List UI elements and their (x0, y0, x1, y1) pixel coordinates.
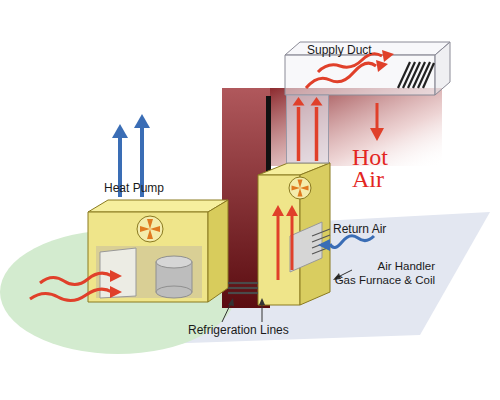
connector (287, 95, 329, 163)
indoor-coil (290, 222, 322, 272)
heated-air-arrows (291, 214, 294, 270)
blower-fan (289, 177, 311, 199)
supply-duct: Supply Duct (285, 42, 450, 95)
unit-label: Air Handler (330, 260, 435, 272)
outdoor-air-arrows (110, 286, 122, 298)
heated-air-arrows (272, 205, 298, 280)
hot-air-arrow (376, 103, 379, 130)
vent-grille (398, 62, 434, 88)
airflow-arrow (297, 107, 301, 161)
vent-grille (423, 63, 434, 88)
warm-airflow (382, 50, 394, 62)
blower-fan (289, 177, 311, 199)
fan-symbol (147, 219, 153, 229)
heat-pump-drawing (208, 200, 228, 302)
unit-label: Heat Pump (104, 181, 214, 195)
compressor (156, 256, 192, 268)
fan-symbol (137, 216, 163, 242)
airflow-label: Hot Air (352, 146, 404, 190)
leader-lines (222, 303, 231, 322)
fan-symbol (137, 216, 163, 242)
fan-symbol (147, 229, 153, 239)
heat-pump-drawing (88, 200, 228, 302)
refrigerant-pipe (228, 287, 258, 289)
heated-air-arrows (286, 205, 298, 216)
warm-airflow (376, 60, 388, 72)
refrigerant-pipe (228, 282, 258, 284)
duct-label: Supply Duct (307, 43, 427, 57)
fan-symbol (140, 226, 150, 232)
hot-air-arrow (370, 128, 384, 141)
airflow-label: Return Air (333, 222, 413, 236)
unit-sublabel: Gas Furnace & Coil (330, 274, 435, 286)
outdoor-air-arrows (30, 289, 112, 300)
unit-interior (96, 246, 202, 298)
connector (228, 283, 258, 293)
refrigerant-pipe (228, 292, 258, 294)
leader-lines (259, 298, 265, 305)
return-grille (312, 229, 330, 254)
exhaust-arrows (112, 124, 128, 138)
supply-duct-drawing (285, 42, 450, 95)
blower-fan (298, 188, 303, 197)
compressor (156, 286, 192, 298)
outdoor-air-arrows (40, 273, 112, 284)
part-label: Refrigeration Lines (188, 323, 318, 337)
leader-lines (228, 298, 234, 306)
fan-symbol (150, 226, 160, 232)
heated-air-arrows (277, 214, 280, 280)
arrow-head (311, 97, 323, 105)
compressor (156, 256, 192, 298)
leader-lines (222, 270, 352, 322)
blower-fan (300, 186, 309, 191)
hot-air-arrow (370, 103, 384, 141)
outdoor-air-arrows (30, 270, 122, 301)
airflow-arrow (315, 107, 319, 161)
supply-duct-drawing (435, 42, 450, 95)
air-handler: Air HandlerGas Furnace & Coil (258, 163, 330, 305)
leader-lines (262, 304, 263, 322)
return-air-arrow (330, 236, 374, 248)
outdoor-air-arrows (110, 270, 122, 282)
return-grille (312, 229, 330, 236)
blower-fan (292, 186, 301, 191)
heat-pump-drawing (88, 200, 228, 212)
duct-riser (287, 95, 329, 163)
exhaust-arrows (134, 114, 150, 128)
blower-fan (298, 180, 303, 189)
heat-pump-unit: Heat Pump (88, 200, 228, 302)
return-air-arrow (318, 236, 374, 251)
arrow-head (293, 97, 305, 105)
return-air-arrow (318, 239, 330, 251)
air-handler-drawing (258, 163, 330, 305)
heated-air-arrows (272, 205, 284, 216)
